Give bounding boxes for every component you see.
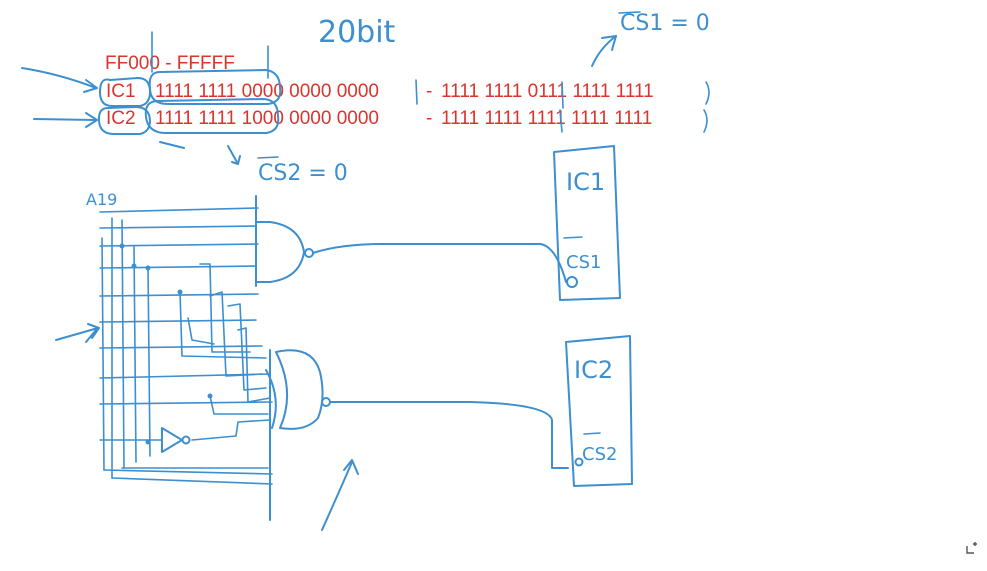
ic2-bit-divider (559, 109, 563, 133)
expand-icon[interactable] (962, 538, 982, 558)
junction-dot (119, 243, 125, 249)
ic1-bit-divider (561, 81, 564, 109)
chip-ic2: IC2 CS2 (565, 335, 633, 487)
arrow-to-ic2 (33, 118, 97, 121)
arrow-to-inputs (55, 327, 99, 341)
ic2-range-end: 1111 1111 1111 1111 1111 (441, 108, 652, 129)
junction-dot (145, 265, 151, 271)
bus-taps (103, 219, 273, 485)
address-input-lines (99, 207, 273, 479)
junction-dot (207, 393, 213, 399)
cs2-output-wire (329, 401, 569, 469)
ic1-end-bracket (705, 81, 710, 105)
chip-ic2-pin-bubble (574, 457, 584, 467)
cs1-output-wire (312, 243, 567, 283)
ic1-divider-mark (415, 79, 418, 105)
pen-cursor-icon (85, 329, 97, 343)
ic1-row-label: IC1 (106, 81, 136, 102)
ic1-range-start: 1111 1111 0000 0000 0000 (155, 81, 379, 102)
chip-ic2-pin-overline (583, 432, 601, 435)
arrow-to-or-gate (321, 461, 353, 531)
ic1-range-sep: - (426, 81, 432, 102)
junction-dot (131, 263, 137, 269)
chip-ic1-name: IC1 (566, 168, 605, 196)
ic2-label-circle (97, 106, 151, 135)
cs1-note: CS1 = 0 (620, 11, 710, 36)
arrow-to-cs2-note-head (231, 155, 241, 165)
arrow-to-inputs-head (87, 323, 100, 339)
expand-icon-glyph (966, 542, 977, 554)
ic1-label-circle (99, 77, 151, 107)
arrow-to-cs1-note (591, 35, 617, 67)
ic2-end-bracket (703, 109, 708, 133)
ic2-row-label: IC2 (106, 108, 136, 129)
ic2-range-sep: - (426, 108, 432, 129)
range-header: FF000 - FFFFF (105, 53, 235, 74)
chip-ic2-pin: CS2 (582, 444, 617, 465)
junction-dot (177, 289, 183, 295)
arrow-to-ic2-head (85, 112, 98, 128)
chip-ic1-pin-bubble (566, 276, 578, 288)
nand-gate-ic1 (255, 195, 314, 287)
inverter-gate (159, 427, 191, 453)
or-gate-ic2 (265, 349, 331, 521)
cs2-note-overline (257, 156, 279, 159)
cs1-note-overline (618, 11, 641, 14)
chip-ic1-pin-overline (563, 236, 583, 239)
cs2-note: CS2 = 0 (258, 161, 348, 186)
ic1-bits-circle (148, 69, 282, 105)
arrow-to-ic1 (21, 67, 97, 89)
arrow-to-ic1-head (83, 79, 98, 93)
ic1-range-end: 1111 1111 0111 1111 1111 (441, 81, 654, 102)
ic2-range-start: 1111 1111 1000 0000 0000 (155, 108, 379, 129)
chip-ic2-name: IC2 (574, 356, 613, 384)
address-line-label: A19 (86, 190, 117, 209)
bits-note: 20bit (318, 15, 396, 50)
arrow-under-bits (159, 141, 185, 149)
chip-ic1-pin: CS1 (566, 252, 601, 273)
ic2-bits-circle (144, 98, 280, 134)
chip-ic1: IC1 CS1 (553, 145, 621, 301)
arrow-to-cs2-note (227, 145, 239, 165)
junction-dot (145, 439, 151, 445)
arrow-to-cs1-note-head (601, 35, 617, 51)
arrow-to-or-gate-head (343, 459, 359, 475)
